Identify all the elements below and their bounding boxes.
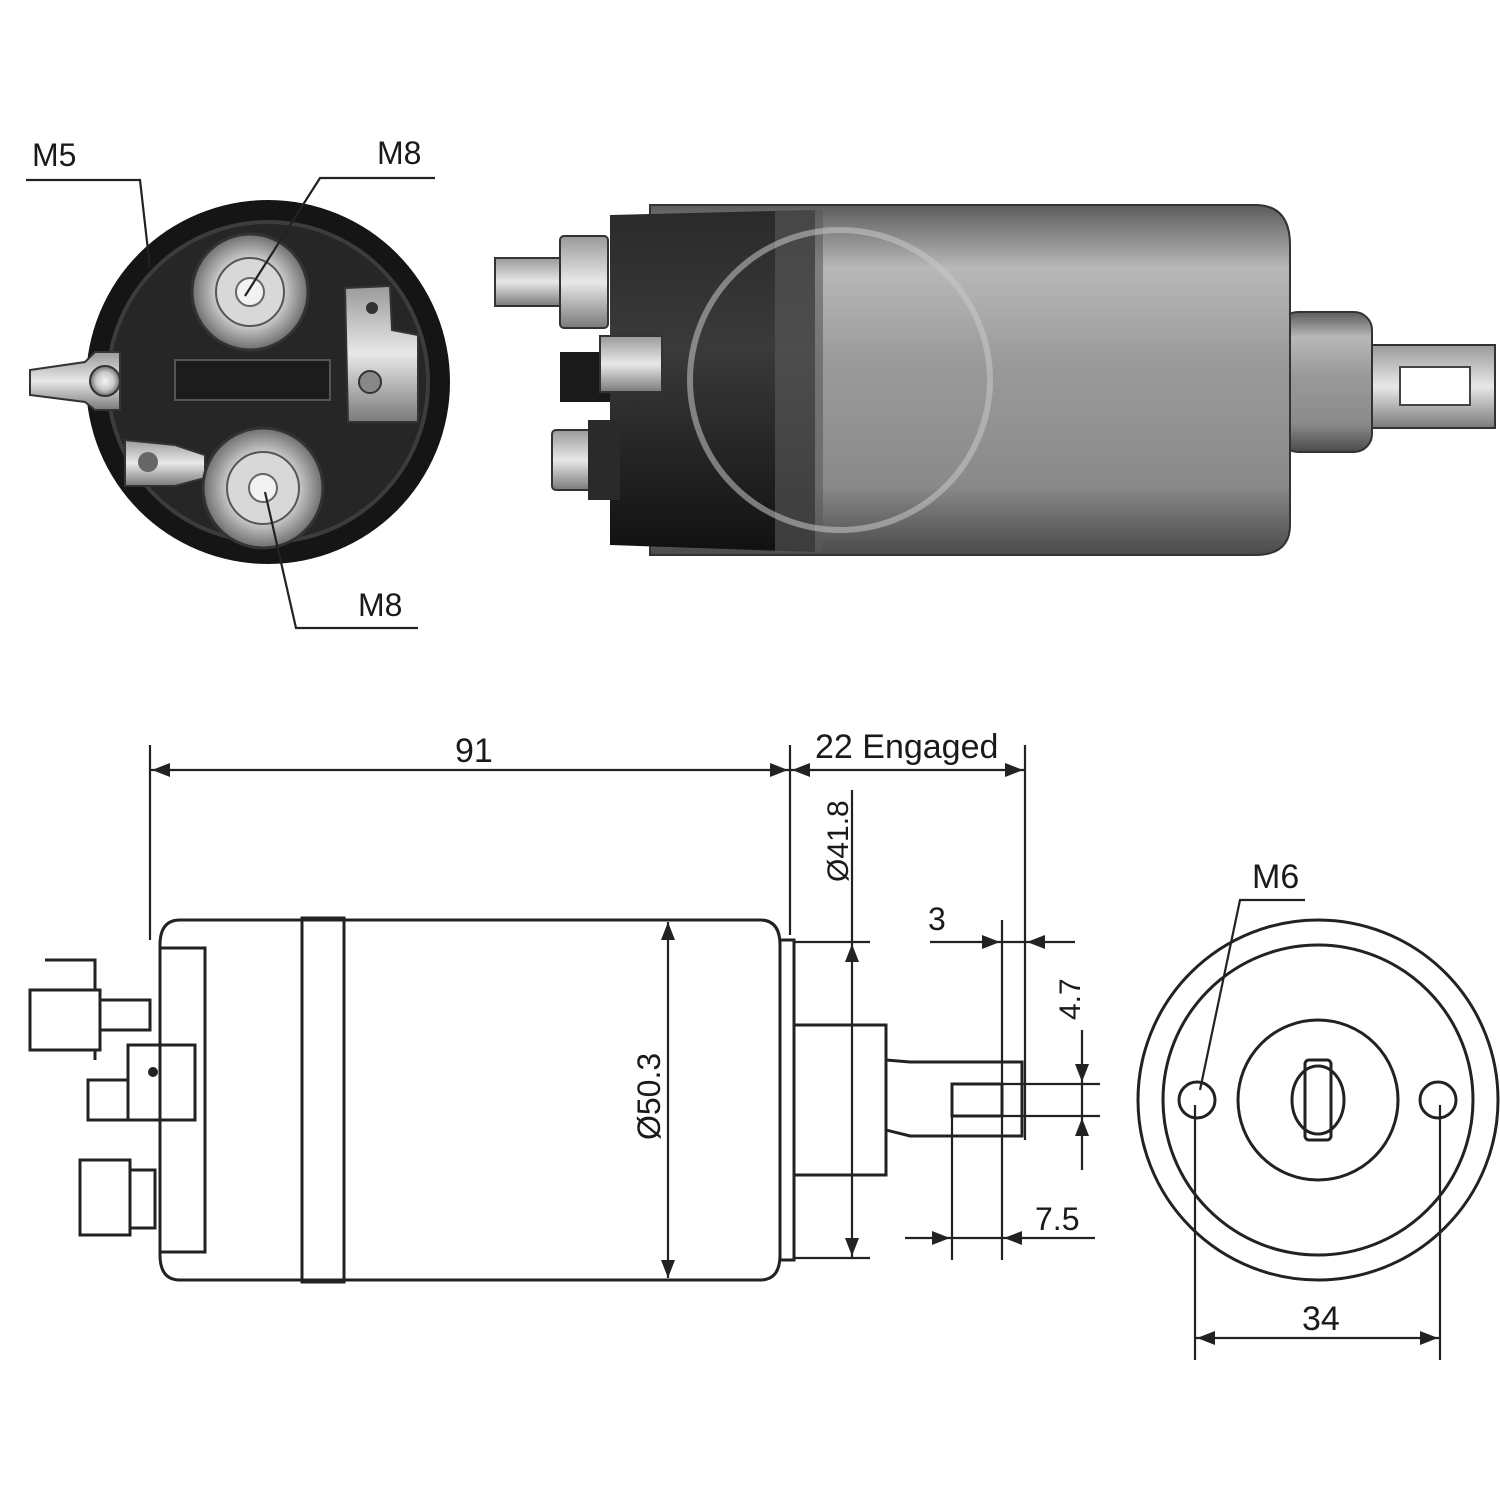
m5-stud: [89, 365, 121, 397]
drawing-mid-block: [86, 1078, 130, 1122]
dim-spacing-arrow-left: [1197, 1331, 1215, 1345]
hole-spacing-label: 34: [1302, 1300, 1340, 1338]
watermark-ring: [687, 227, 993, 533]
engaged-stroke-label: 22 Engaged: [815, 728, 998, 766]
drawing-eye: [950, 1082, 1004, 1118]
drawing-upper-hex: [45, 958, 97, 1060]
m8-top-leader: [244, 176, 435, 297]
drawing-plunger: [885, 1058, 1024, 1138]
dim-stroke-arrow-left: [792, 763, 810, 777]
dim-eye-arrow-bottom: [1075, 1118, 1089, 1136]
side-cap: [610, 210, 815, 552]
neck-diameter-label: Ø41.8: [822, 800, 855, 882]
end-hole-right: [1418, 1080, 1458, 1120]
m6-leader: [1198, 898, 1305, 1091]
middle-spade: [599, 335, 663, 393]
side-photo: [494, 204, 1496, 556]
m5-label: M5: [32, 137, 76, 173]
bracket-hole: [366, 302, 378, 314]
m8-bottom-leader: [263, 491, 418, 630]
drawing-upper-stem: [100, 998, 152, 1032]
m8-top-label: M8: [377, 135, 421, 171]
m8-bottom-thread: [248, 473, 278, 503]
crimp-band: [775, 210, 823, 552]
drawing-body: [158, 918, 782, 1282]
end-inner-circle: [1161, 943, 1475, 1257]
drawing-cap: [160, 946, 207, 1254]
side-drawing: Ø50.3 Ø41.8 91 22 Engaged 3 4.7: [28, 728, 1100, 1284]
plunger-eye-slot: [1399, 366, 1471, 406]
drawing-upper-nut: [28, 988, 102, 1052]
end-plunger-outline: [1290, 1064, 1346, 1136]
end-plunger-tab: [1303, 1058, 1333, 1142]
spade-terminal-left: [29, 351, 121, 411]
body-length-label: 91: [455, 732, 493, 770]
end-outer-circle: [1136, 918, 1500, 1282]
dim-offset-arrow-left: [932, 1231, 950, 1245]
drawing-lower-nut: [78, 1158, 132, 1237]
dim-slot-arrow-left: [982, 935, 1000, 949]
drawing-neck: [792, 1023, 888, 1177]
drawing-band: [300, 916, 346, 1284]
lower-washer: [588, 420, 620, 500]
dim-eye-arrow-top: [1075, 1064, 1089, 1082]
lower-nut: [551, 429, 593, 491]
dim-length-arrow-left: [152, 763, 170, 777]
dim-neck-arrow-bottom: [845, 1238, 859, 1256]
m8-top-thread: [235, 277, 265, 307]
dim-body-diameter-arrow-top: [661, 922, 675, 940]
dim-length-arrow-right: [770, 763, 788, 777]
eye-offset-label: 7.5: [1035, 1201, 1079, 1237]
bracket-rivet: [358, 370, 382, 394]
drawing-lower-stem: [130, 1168, 157, 1230]
drawing-mid-dot: [148, 1067, 158, 1077]
front-end-photo: M5 M8 M8: [26, 135, 450, 630]
upper-nut: [559, 235, 609, 329]
dim-offset-arrow-right: [1004, 1231, 1022, 1245]
center-link: [174, 359, 331, 401]
end-hole-left: [1177, 1080, 1217, 1120]
slot-width-label: 3: [928, 901, 946, 937]
end-center-circle: [1236, 1018, 1400, 1182]
m8-bottom-label: M8: [358, 587, 402, 623]
body-diameter-label: Ø50.3: [631, 1053, 667, 1140]
m6-label: M6: [1252, 858, 1299, 896]
drawing-flange: [778, 938, 796, 1262]
dim-neck-arrow-top: [845, 944, 859, 962]
end-view-drawing: M6 34: [1136, 858, 1500, 1360]
eye-height-label: 4.7: [1054, 978, 1087, 1020]
dim-stroke-arrow-right: [1005, 763, 1023, 777]
dim-slot-arrow-right: [1027, 935, 1045, 949]
dim-body-diameter-arrow-bottom: [661, 1260, 675, 1278]
m5-leader: [26, 178, 152, 269]
upper-thread: [494, 257, 566, 307]
plunger-neck: [1279, 311, 1373, 453]
dim-spacing-arrow-right: [1420, 1331, 1438, 1345]
lower-tab-hole: [138, 452, 158, 472]
